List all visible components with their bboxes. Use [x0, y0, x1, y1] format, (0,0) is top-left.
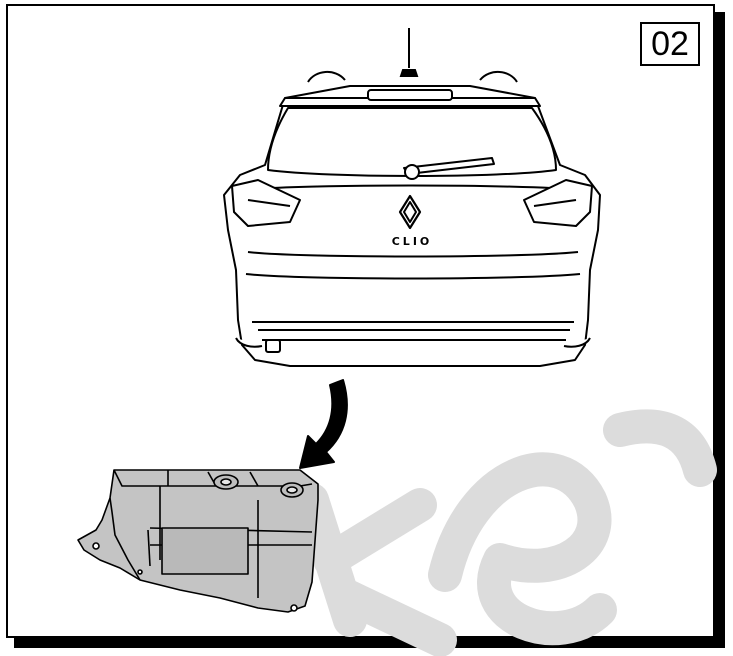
car-badge: CLIO	[392, 235, 433, 248]
watermark	[295, 409, 717, 656]
car-rear	[223, 71, 601, 367]
step-number: 02	[640, 22, 700, 66]
antenna	[399, 28, 419, 77]
underbody-shield	[77, 469, 319, 613]
arrow-icon	[299, 379, 348, 469]
